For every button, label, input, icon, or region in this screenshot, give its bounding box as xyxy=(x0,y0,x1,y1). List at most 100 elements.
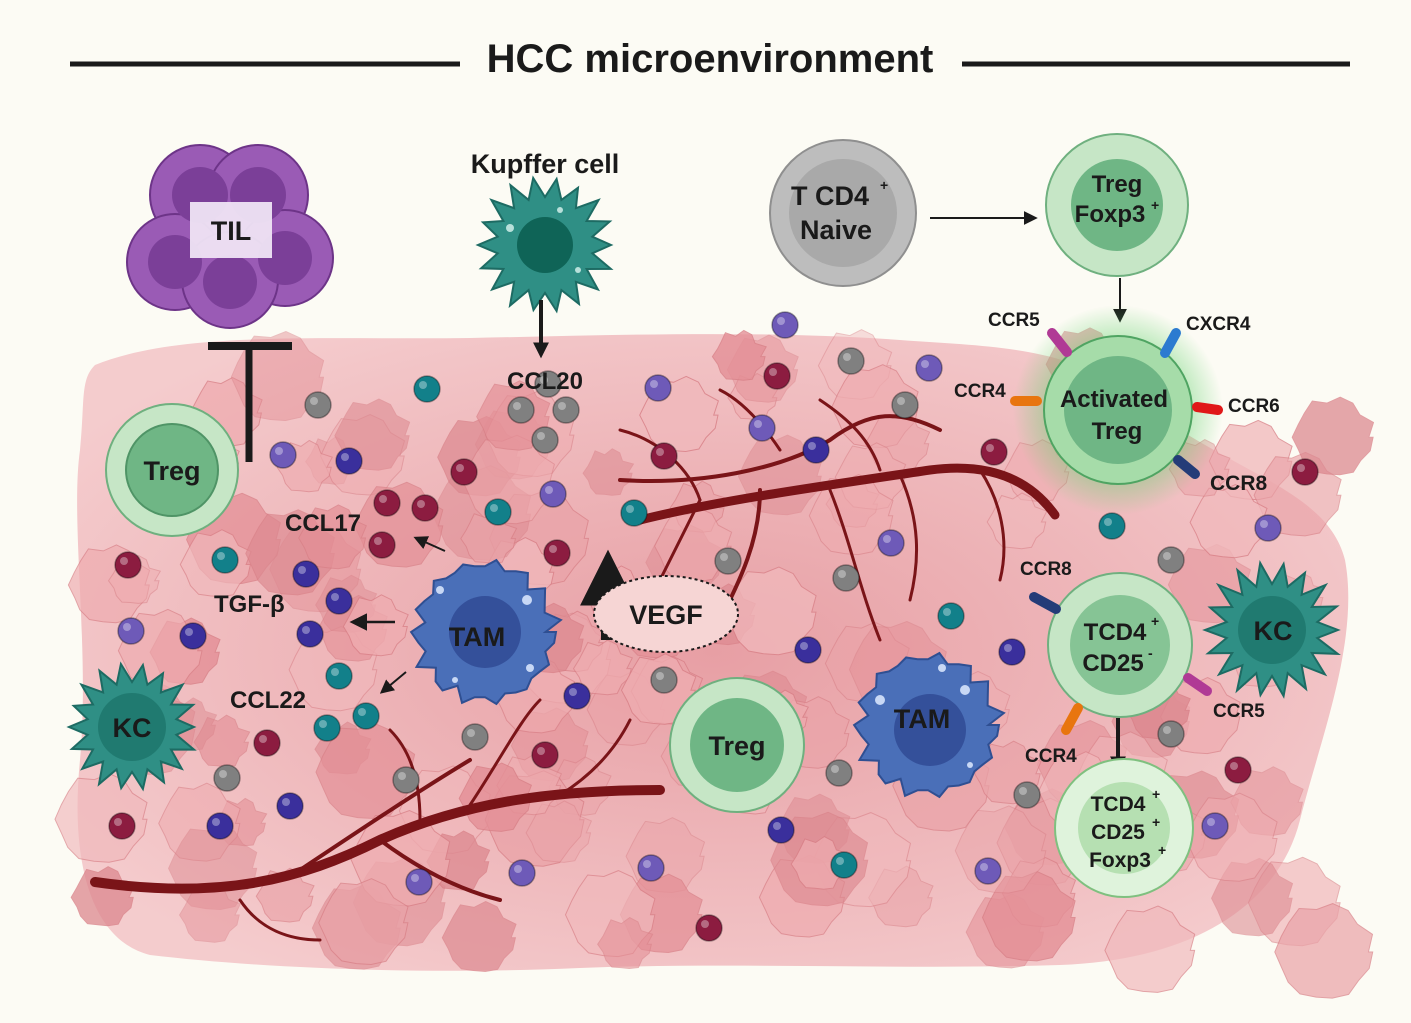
tissue-cell xyxy=(318,878,409,966)
particle-highlight xyxy=(513,402,521,410)
particle-highlight xyxy=(980,863,988,871)
tissue-cell xyxy=(441,900,517,973)
tissue-cell xyxy=(1104,905,1196,993)
cytokine-particle xyxy=(620,499,648,527)
particle-highlight xyxy=(358,708,366,716)
cytokine-particle xyxy=(552,396,580,424)
tissue-cell xyxy=(315,722,416,820)
inhibition-bar xyxy=(208,342,292,462)
tissue-cell xyxy=(981,871,1076,962)
particle-highlight xyxy=(1019,787,1027,795)
final-line3-sup: + xyxy=(1158,842,1166,858)
cytokine-particle xyxy=(108,812,136,840)
particle-highlight xyxy=(331,593,339,601)
cytokine-particle xyxy=(980,438,1008,466)
particle-highlight xyxy=(986,444,994,452)
cytokine-particle xyxy=(830,851,858,879)
particle-highlight xyxy=(302,626,310,634)
cytokine-particle xyxy=(543,539,571,567)
particle-highlight xyxy=(1004,644,1012,652)
particle-highlight xyxy=(123,623,131,631)
particle-highlight xyxy=(398,772,406,780)
particle-highlight xyxy=(1230,762,1238,770)
cytokine-particle xyxy=(211,546,239,574)
tcd4-ccr4-label: CCR4 xyxy=(1025,746,1077,767)
cytokine-particle xyxy=(891,391,919,419)
cytokine-particle xyxy=(1254,514,1282,542)
cytokine-particle xyxy=(650,666,678,694)
particle-highlight xyxy=(836,857,844,865)
tissue-cell xyxy=(1274,903,1374,999)
tissue-cell xyxy=(582,448,635,496)
cytokine-particle xyxy=(937,602,965,630)
cytokine-particle xyxy=(484,498,512,526)
tcd4-ccr4-receptor xyxy=(1061,703,1083,735)
final-line2: CD25 xyxy=(1091,821,1145,844)
particle-highlight xyxy=(701,920,709,928)
cytokine-particle xyxy=(1224,756,1252,784)
treg-center-label: Treg xyxy=(708,731,765,761)
cytokine-particle xyxy=(213,764,241,792)
particle-highlight xyxy=(943,608,951,616)
cytokine-particle xyxy=(650,442,678,470)
til-cluster: TIL xyxy=(126,144,334,329)
page-title: HCC microenvironment xyxy=(487,37,934,81)
ccr6-receptor xyxy=(1192,402,1223,415)
particle-highlight xyxy=(537,432,545,440)
tcd4-cd25pos-foxp3pos-cell: TCD4 + CD25 + Foxp3 + xyxy=(1054,758,1194,898)
tissue-cell xyxy=(525,800,593,863)
cytokine-particle xyxy=(974,857,1002,885)
cytokine-particle xyxy=(373,489,401,517)
particle-highlight xyxy=(1207,818,1215,826)
particle-highlight xyxy=(114,818,122,826)
cytokine-particle xyxy=(296,620,324,648)
activated-treg-cell: Activated Treg xyxy=(1010,305,1223,515)
cytokine-particle xyxy=(276,792,304,820)
particle-highlight xyxy=(754,420,762,428)
tgfb-label: TGF-β xyxy=(214,591,285,618)
particle-highlight xyxy=(838,570,846,578)
cytokine-particle xyxy=(748,414,776,442)
cytokine-particle xyxy=(1157,546,1185,574)
tissue-cell xyxy=(193,714,251,768)
cytokine-particle xyxy=(335,447,363,475)
particle-highlight xyxy=(456,464,464,472)
cytokine-particle xyxy=(637,854,665,882)
cytokine-particle xyxy=(313,714,341,742)
cytokine-particle xyxy=(531,741,559,769)
particle-highlight xyxy=(1163,552,1171,560)
particle-highlight xyxy=(883,535,891,543)
tcd4-ccr8-receptor xyxy=(1029,592,1061,614)
particle-highlight xyxy=(120,557,128,565)
tcd4-ccr5-receptor xyxy=(1183,673,1212,696)
tcd4-line1-sup: + xyxy=(1151,613,1159,629)
cytokine-particle xyxy=(269,441,297,469)
final-line1-sup: + xyxy=(1152,786,1160,802)
cytokine-particle xyxy=(563,682,591,710)
particle-highlight xyxy=(800,642,808,650)
particle-highlight xyxy=(212,818,220,826)
kc-cell-left: KC xyxy=(66,661,197,792)
particle-highlight xyxy=(379,495,387,503)
tam-right-label: TAM xyxy=(894,704,950,734)
particle-highlight xyxy=(831,765,839,773)
cytokine-particle xyxy=(534,370,562,398)
treg-cell-left: Treg xyxy=(105,403,239,537)
tam-left-label: TAM xyxy=(449,622,505,652)
cytokine-particle xyxy=(794,636,822,664)
tcd4-line2: CD25 xyxy=(1082,650,1143,677)
kupffer-cell: Kupffer cell xyxy=(471,149,619,359)
particle-highlight xyxy=(540,376,548,384)
cytokine-particle xyxy=(413,375,441,403)
particle-highlight xyxy=(282,798,290,806)
final-line1: TCD4 xyxy=(1091,793,1146,816)
particle-highlight xyxy=(1163,726,1171,734)
treg-top-line1: Treg xyxy=(1092,171,1143,198)
particle-highlight xyxy=(650,380,658,388)
activated-line1: Activated xyxy=(1060,386,1168,413)
particle-highlight xyxy=(185,628,193,636)
cytokine-particle xyxy=(325,587,353,615)
activated-ccr5-label: CCR5 xyxy=(988,310,1040,331)
